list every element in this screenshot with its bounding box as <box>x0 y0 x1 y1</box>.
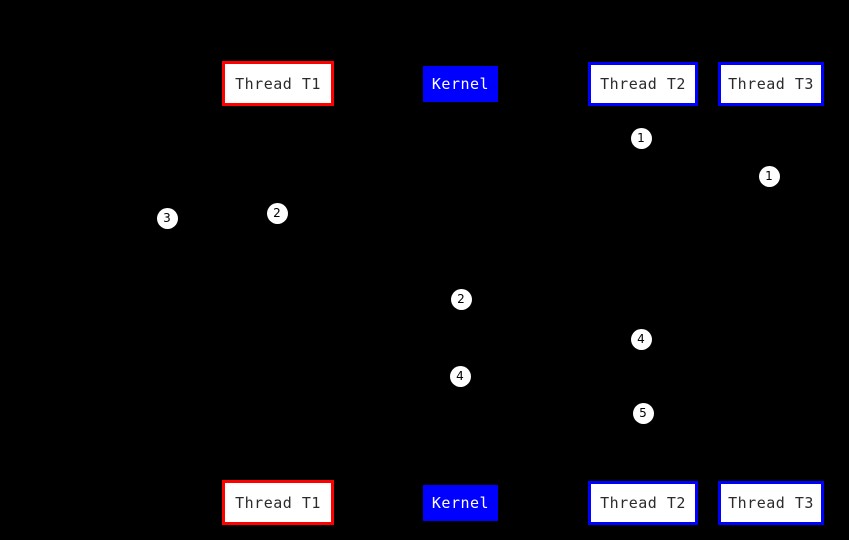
message-arrow-1-t3-kernel <box>460 183 770 184</box>
participant-bottom-thread-t2[interactable]: Thread T2 <box>588 481 698 525</box>
step-badge: 4 <box>449 365 471 387</box>
message-arrow-2-t1-kernel <box>277 220 460 221</box>
participant-top-thread-t2[interactable]: Thread T2 <box>588 62 698 106</box>
step-badge: 1 <box>630 127 652 149</box>
participant-label: Thread T2 <box>600 494 686 512</box>
participant-bottom-thread-t3[interactable]: Thread T3 <box>718 481 824 525</box>
step-badge: 3 <box>156 207 178 229</box>
step-badge-number: 1 <box>637 131 645 145</box>
step-badge-number: 2 <box>273 206 281 220</box>
step-badge-number: 3 <box>163 211 171 225</box>
participant-label: Thread T3 <box>728 494 814 512</box>
step-badge-number: 5 <box>639 406 647 420</box>
step-badge: 4 <box>630 328 652 350</box>
lifeline-thread-t3 <box>770 106 771 481</box>
participant-label: Kernel <box>431 75 490 93</box>
participant-label: Thread T3 <box>728 75 814 93</box>
participant-top-thread-t1[interactable]: Thread T1 <box>222 61 334 106</box>
step-badge-number: 1 <box>765 169 773 183</box>
message-arrow-2-kernel-t1 <box>277 306 460 307</box>
message-arrow-4-kernel-t1 <box>277 383 460 384</box>
participant-top-thread-t3[interactable]: Thread T3 <box>718 62 824 106</box>
message-arrow-1-t2-kernel <box>460 145 642 146</box>
participant-label: Thread T2 <box>600 75 686 93</box>
step-badge: 2 <box>266 202 288 224</box>
message-arrow-4-kernel-t2 <box>460 346 642 347</box>
message-arrow-5-t2-kernel <box>460 420 642 421</box>
participant-label: Kernel <box>431 494 490 512</box>
step-badge-number: 2 <box>457 292 465 306</box>
participant-label: Thread T1 <box>235 493 321 512</box>
lifeline-thread-t1 <box>277 106 278 480</box>
participant-label: Thread T1 <box>235 74 321 93</box>
participant-bottom-thread-t1[interactable]: Thread T1 <box>222 480 334 525</box>
participant-top-kernel[interactable]: Kernel <box>423 66 498 102</box>
step-badge: 5 <box>632 402 654 424</box>
step-badge: 1 <box>758 165 780 187</box>
step-badge: 2 <box>450 288 472 310</box>
step-badge-number: 4 <box>456 369 464 383</box>
message-arrow-3-t1-self <box>177 225 277 226</box>
lifeline-thread-t2 <box>642 106 643 481</box>
participant-bottom-kernel[interactable]: Kernel <box>423 485 498 521</box>
step-badge-number: 4 <box>637 332 645 346</box>
